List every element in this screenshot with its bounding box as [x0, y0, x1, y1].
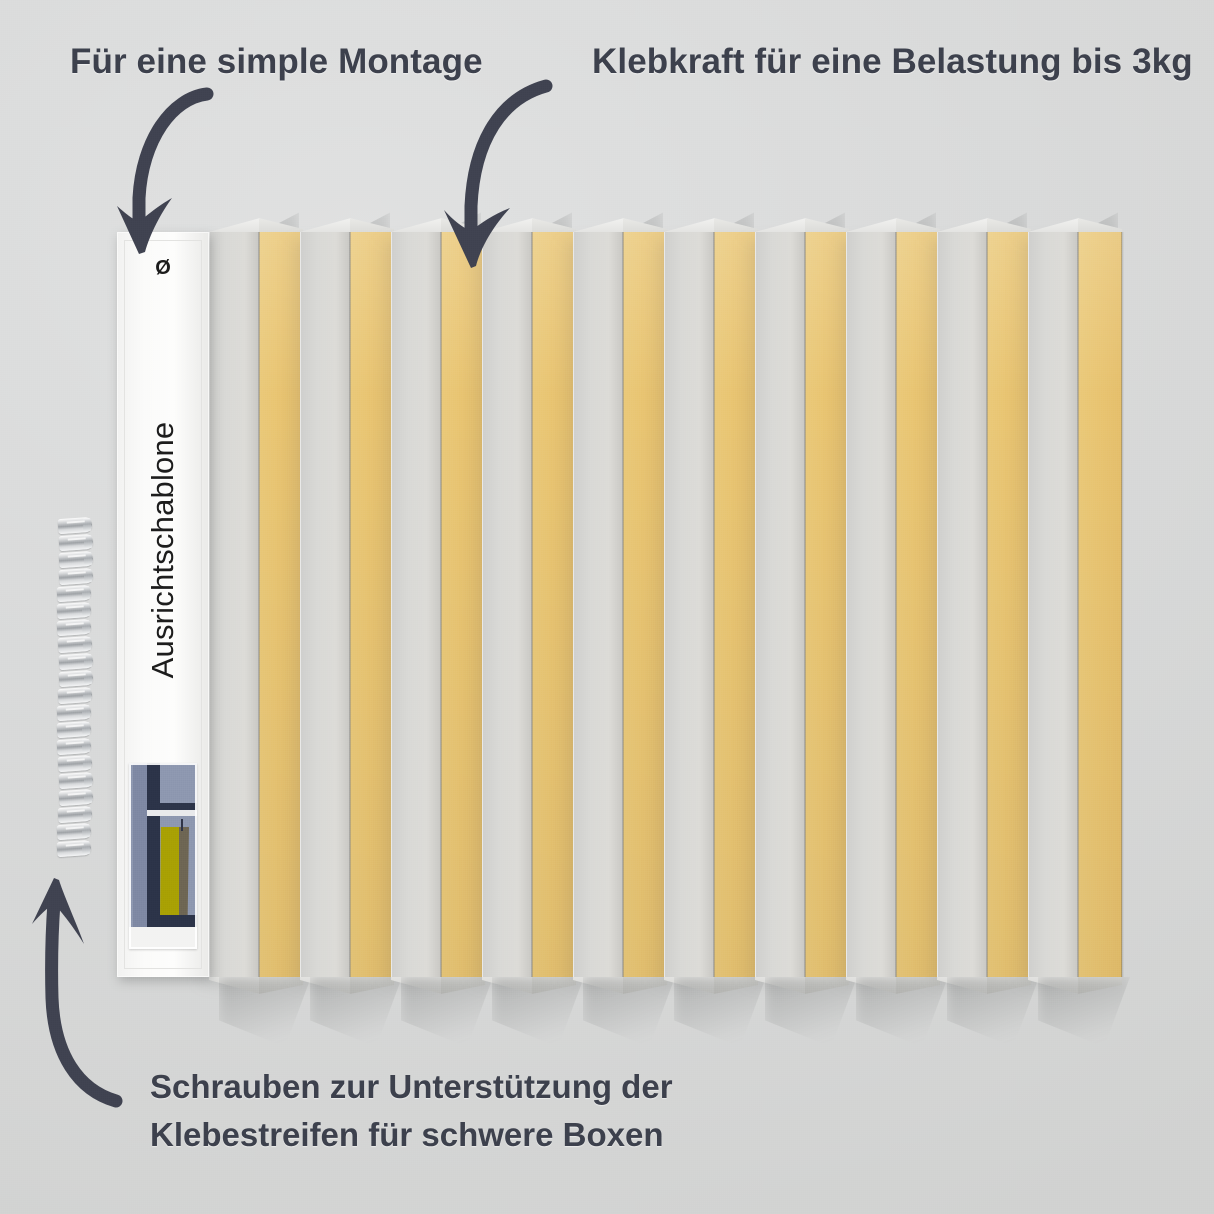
panel-fold-edge — [622, 232, 624, 977]
template-photo — [129, 763, 197, 949]
adhesive-strip — [805, 232, 849, 977]
adhesive-strip — [714, 232, 758, 977]
panel-fold-edge — [531, 232, 533, 977]
panel-bottom-shadow — [674, 977, 766, 1047]
screw — [58, 686, 93, 705]
screw — [58, 533, 94, 552]
screw — [57, 754, 93, 773]
adhesive-strip — [1078, 232, 1122, 977]
panel-fold-edge — [349, 232, 351, 977]
adhesive-strip — [532, 232, 576, 977]
screw — [56, 839, 92, 858]
adhesive-strip — [441, 232, 485, 977]
alignment-template-card: Ø Ausrichtschablone — [117, 232, 209, 977]
adhesive-strip — [623, 232, 667, 977]
panel-fold-edge — [986, 232, 988, 977]
panel-fold-edge — [258, 232, 260, 977]
headline-left: Für eine simple Montage — [70, 42, 483, 81]
panel-bottom-shadow — [765, 977, 857, 1047]
template-diameter-icon: Ø — [155, 257, 171, 279]
panel-bottom-shadow — [219, 977, 311, 1047]
panel-face — [300, 232, 350, 977]
panel-face — [1028, 232, 1078, 977]
caption-line-2: Klebestreifen für schwere Boxen — [150, 1116, 664, 1154]
panel-fold-edge — [713, 232, 715, 977]
panel-right-edge — [1121, 232, 1124, 977]
screw — [58, 550, 94, 569]
adhesive-strip — [350, 232, 394, 977]
panel-face — [664, 232, 714, 977]
screw — [57, 805, 93, 824]
panel-face — [391, 232, 441, 977]
panel-face — [573, 232, 623, 977]
panel-bottom-shadow — [310, 977, 402, 1047]
panel-bottom-shadow — [401, 977, 493, 1047]
panel-face — [846, 232, 896, 977]
panel-fold-edge — [804, 232, 806, 977]
screw — [58, 567, 93, 586]
panel-bottom-shadow — [492, 977, 584, 1047]
panel-bottom-shadow — [856, 977, 948, 1047]
panel-fold-edge — [895, 232, 897, 977]
adhesive-strip — [259, 232, 303, 977]
screw — [57, 584, 92, 603]
screw — [56, 822, 92, 841]
screw — [56, 703, 92, 722]
screw — [58, 771, 94, 790]
caption-screws: Schrauben zur Unterstützung der Klebestr… — [150, 1063, 673, 1159]
panel-bottom-shadow — [947, 977, 1039, 1047]
screw — [58, 652, 94, 671]
panel-face — [755, 232, 805, 977]
panel-face — [482, 232, 532, 977]
panel-bottom-shadow — [583, 977, 675, 1047]
caption-line-1: Schrauben zur Unterstützung der — [150, 1068, 673, 1105]
screw — [56, 720, 92, 739]
panel-bottom-shadow — [1038, 977, 1130, 1047]
screw — [56, 618, 92, 637]
panel-fold-edge — [1077, 232, 1079, 977]
screw — [57, 516, 93, 535]
panel-fold-edge — [440, 232, 442, 977]
screw — [57, 635, 93, 654]
screw — [58, 669, 94, 688]
headline-right: Klebkraft für eine Belastung bis 3kg — [592, 42, 1193, 81]
screw — [58, 788, 94, 807]
screw-strip — [56, 516, 94, 863]
panel-face — [937, 232, 987, 977]
screw — [56, 601, 92, 620]
screw — [56, 737, 92, 756]
template-label: Ausrichtschablone — [145, 421, 180, 679]
panel-face — [209, 232, 259, 977]
adhesive-strip — [987, 232, 1031, 977]
adhesive-strip — [896, 232, 940, 977]
